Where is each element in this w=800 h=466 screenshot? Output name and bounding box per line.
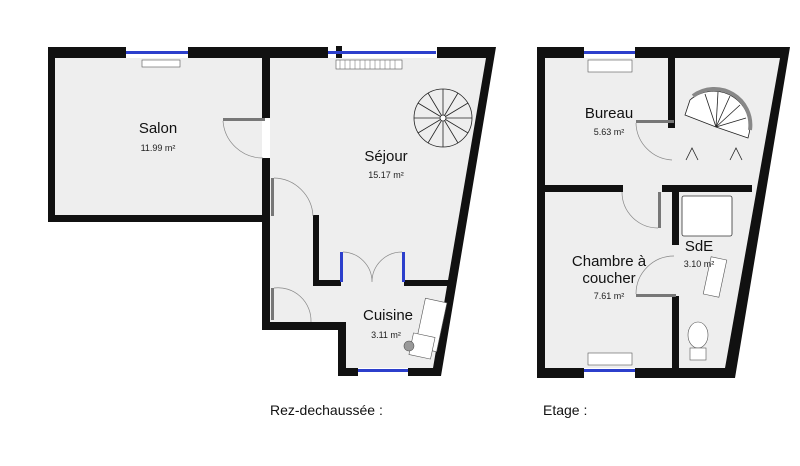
caption-upper-floor: Etage :	[543, 402, 588, 418]
room-name-chambre: Chambre à coucher	[571, 253, 647, 287]
staircase-top-icon	[684, 87, 753, 161]
room-name-bureau: Bureau	[584, 105, 634, 122]
room-area-cuisine: 3.11 m²	[371, 330, 401, 340]
room-name-sde: SdE	[684, 238, 714, 255]
room-area-salon: 11.99 m²	[140, 143, 176, 153]
upper-floor-plan	[537, 47, 790, 378]
room-area-sde: 3.10 m²	[683, 259, 715, 269]
room-area-chambre: 7.61 m²	[593, 291, 625, 301]
room-area-bureau: 5.63 m²	[593, 127, 625, 137]
caption-ground-floor: Rez-dechaussée :	[270, 402, 383, 418]
room-area-sejour: 15.17 m²	[368, 170, 404, 180]
ground-floor-plan	[48, 46, 496, 376]
room-name-salon: Salon	[138, 120, 178, 137]
spiral-staircase-icon	[413, 88, 473, 148]
room-name-sejour: Séjour	[364, 148, 408, 165]
sink-icon	[702, 256, 728, 298]
room-name-cuisine: Cuisine	[362, 307, 414, 324]
shower-icon	[681, 195, 733, 237]
kitchen-appliances-icon	[403, 297, 448, 360]
toilet-icon	[687, 321, 709, 349]
